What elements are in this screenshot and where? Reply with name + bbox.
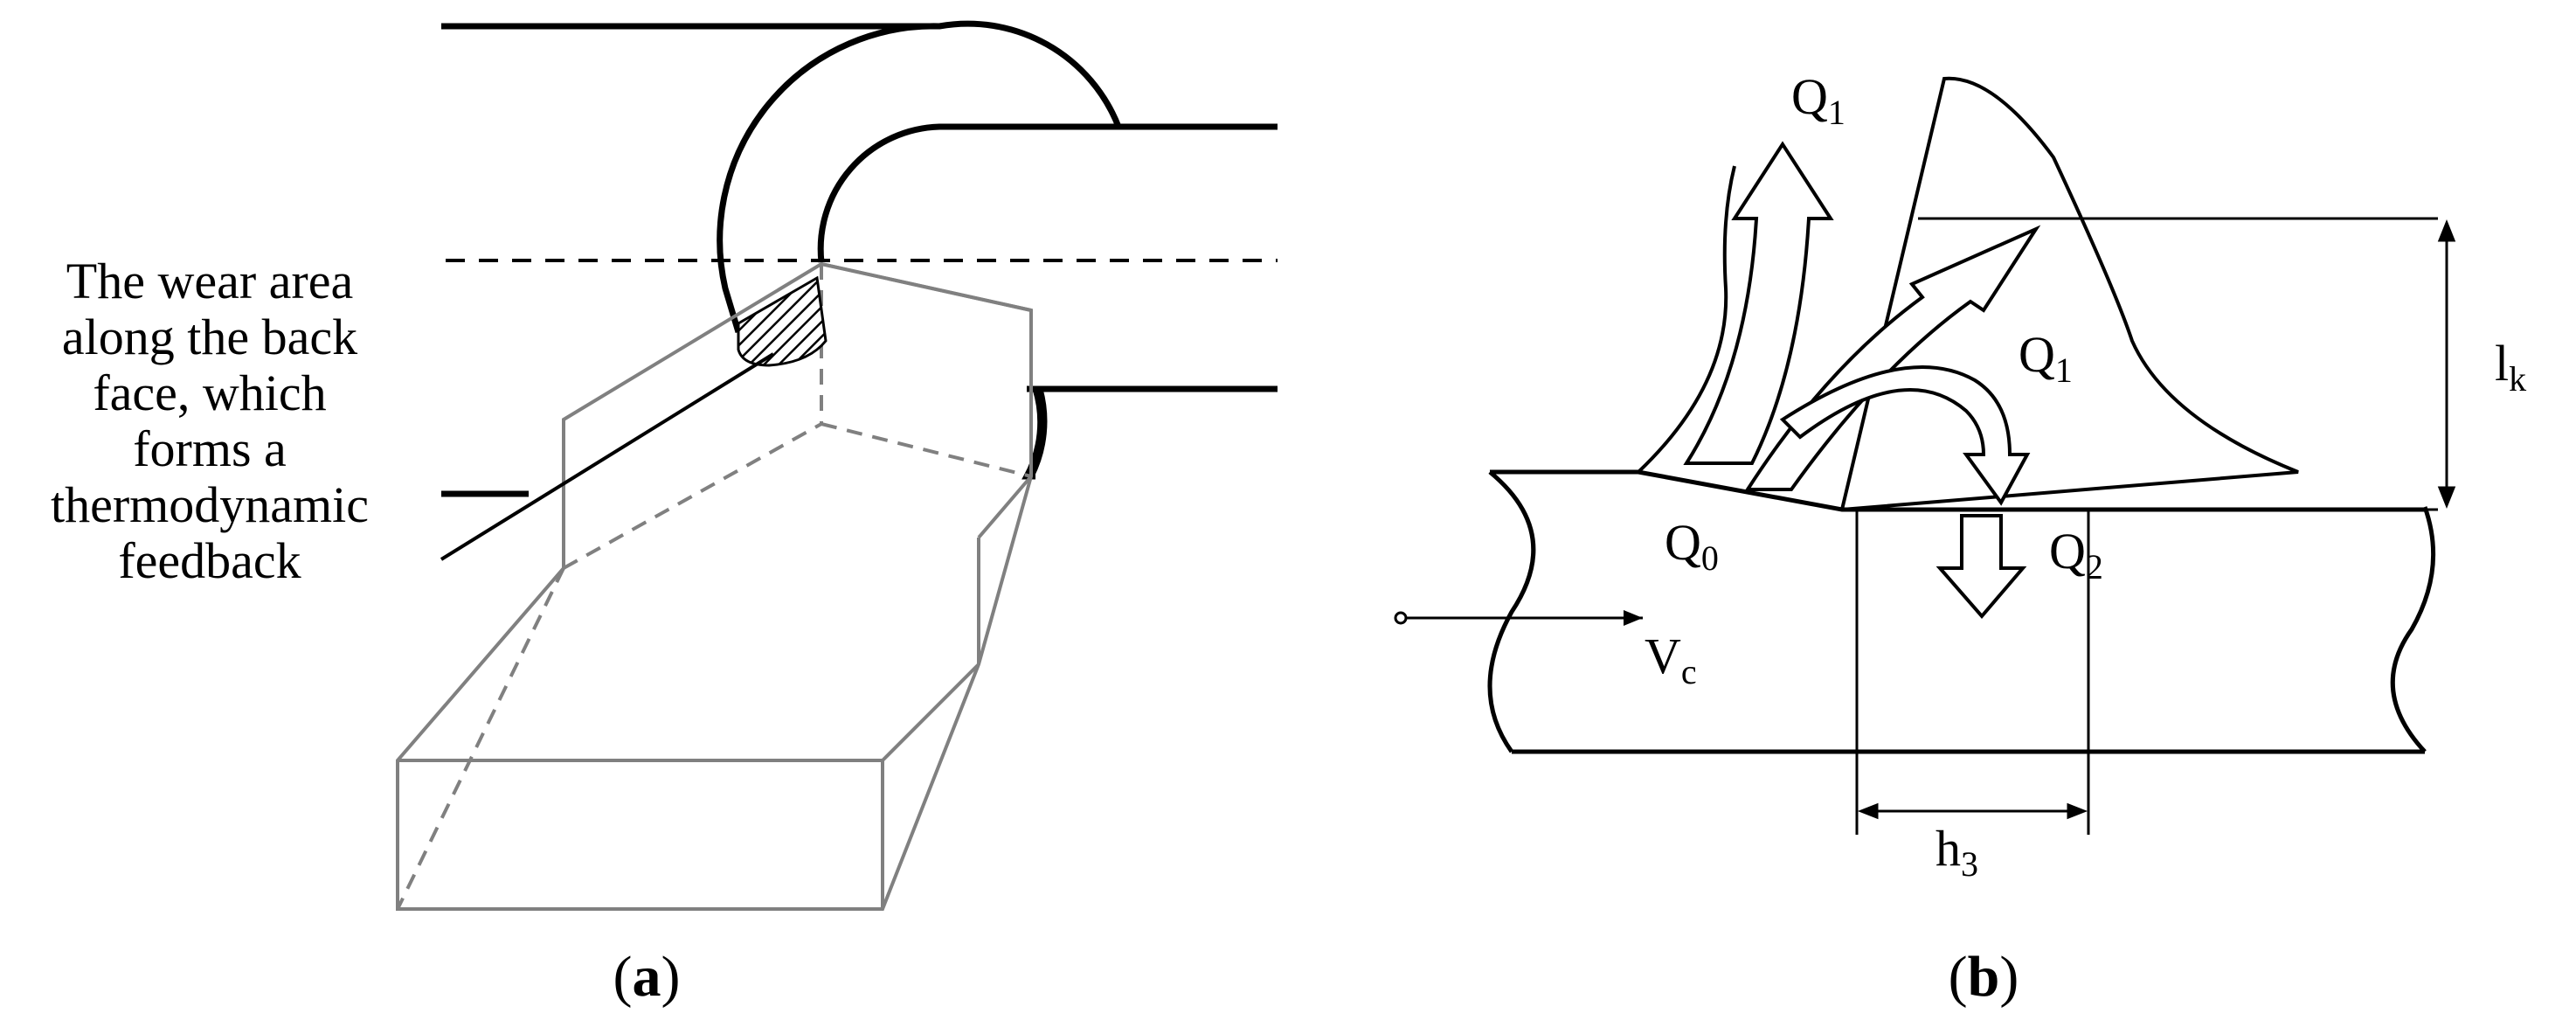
chip-outer-curve <box>1637 165 1736 474</box>
chip <box>1637 76 2299 511</box>
label-q1-right-sub: 1 <box>2055 350 2073 390</box>
coil-lower-right-arc <box>1021 385 1278 480</box>
coil-lower-arc <box>1028 388 1048 478</box>
tool-b <box>1842 217 2438 511</box>
label-lk-base: l <box>2495 335 2509 392</box>
tool-hidden-edge-2 <box>563 422 822 570</box>
workpiece-top-surface <box>1490 469 2425 512</box>
tool-top-edge <box>821 262 1032 312</box>
chip-back-curve <box>1840 76 2299 511</box>
panel-b-label-close: ) <box>1999 945 2019 1009</box>
panel-b-label: (b) <box>1896 944 2071 1010</box>
annotation-line-1: The wear area <box>66 253 354 309</box>
label-h3-sub: 3 <box>1961 844 1978 884</box>
label-q2-sub: 2 <box>2086 547 2103 586</box>
label-q0-base: Q <box>1665 514 1701 571</box>
label-q0: Q0 <box>1665 514 1719 578</box>
panel-a-label-letter: a <box>632 945 661 1009</box>
label-vc-sub: c <box>1681 652 1697 691</box>
label-lk: lk <box>2495 335 2526 399</box>
vc-arrow <box>1394 610 1643 626</box>
annotation-line-2: along the back <box>61 309 358 365</box>
tool-front-face <box>398 759 884 909</box>
panel-a-diagram <box>396 20 1278 911</box>
workpiece-left-wavy-edge <box>1487 470 1536 753</box>
wear-area-hatched <box>737 275 828 367</box>
label-vc-base: V <box>1645 628 1681 684</box>
label-q0-sub: 0 <box>1701 538 1719 578</box>
panel-b-label-open: ( <box>1948 945 1968 1009</box>
label-h3: h3 <box>1935 820 1978 884</box>
label-q1-top-sub: 1 <box>1828 93 1845 132</box>
label-h3-base: h <box>1935 820 1961 877</box>
panel-b-label-letter: b <box>1967 945 2000 1009</box>
label-q1-top: Q1 <box>1791 68 1845 132</box>
panel-a-label-open: ( <box>613 945 633 1009</box>
wear-area-annotation: The wear area along the back face, which… <box>0 253 419 589</box>
q2-down-arrow <box>1935 514 2027 620</box>
annotation-line-5: thermodynamic <box>50 476 369 533</box>
h3-dimension <box>1855 510 2090 835</box>
label-lk-sub: k <box>2509 359 2526 399</box>
annotation-line-4: forms a <box>133 420 287 477</box>
tool-hidden-edge-4 <box>821 422 1032 478</box>
annotation-line-3: face, which <box>93 364 327 421</box>
coil-inner-loop <box>817 123 1278 263</box>
tool-rake-edge <box>977 475 1033 539</box>
panel-a-label-close: ) <box>661 945 681 1009</box>
annotation-line-6: feedback <box>118 532 301 589</box>
workpiece-right-wavy-edge <box>2390 506 2436 753</box>
q1-up-arrow <box>1683 141 1834 465</box>
label-q1-top-base: Q <box>1791 68 1828 125</box>
heat-flows <box>1683 141 2041 620</box>
coil-outer-arc <box>717 23 940 334</box>
panel-b-diagram: Q1 Q1 Q0 Q2 Vc lk h3 <box>1394 68 2526 884</box>
loop-arrow <box>1779 365 2031 506</box>
label-q2: Q2 <box>2049 523 2103 586</box>
panel-a-label: (a) <box>559 944 734 1010</box>
lk-dimension <box>2437 219 2456 510</box>
label-q2-base: Q <box>2049 523 2086 579</box>
tool-hidden-edge-5 <box>396 567 565 910</box>
coil-outer-upper-line <box>441 20 1278 130</box>
label-q1-right-base: Q <box>2019 326 2055 383</box>
tool-outline <box>396 261 1033 911</box>
coil-structure <box>441 20 1278 497</box>
cutting-tool <box>396 261 1033 911</box>
label-q1-right: Q1 <box>2019 326 2073 390</box>
label-vc: Vc <box>1645 628 1697 691</box>
annotation-leader-line <box>440 352 775 561</box>
tool-side-edge <box>881 663 980 762</box>
